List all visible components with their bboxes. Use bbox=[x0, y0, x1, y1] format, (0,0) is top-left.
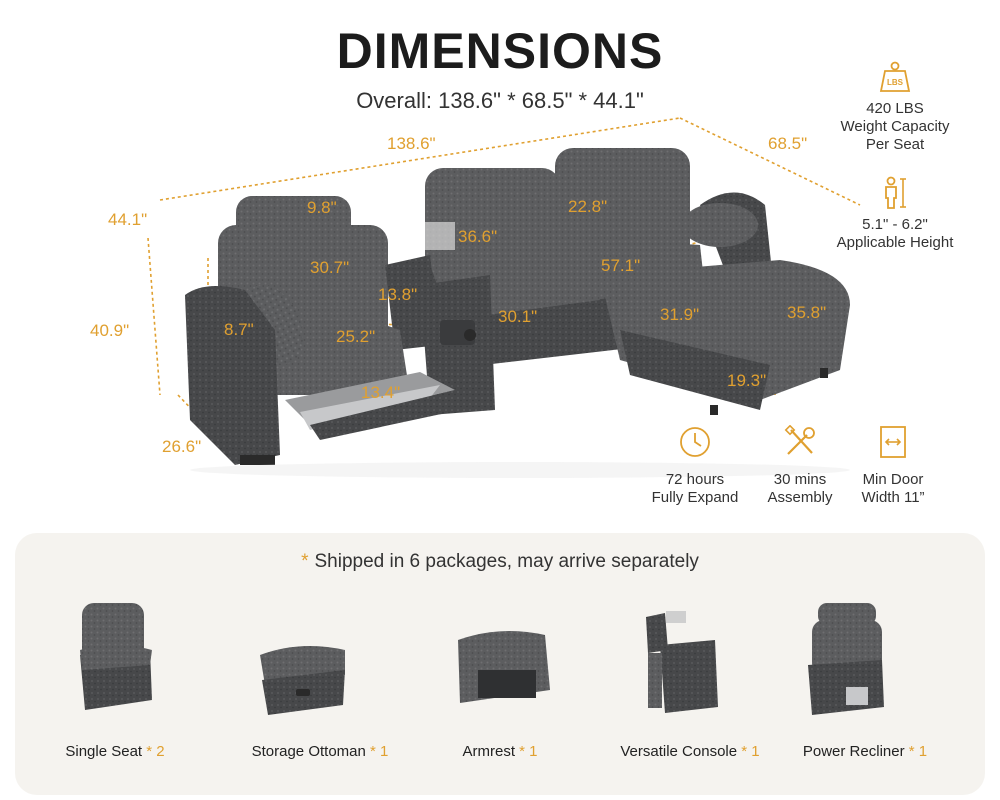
feature-door-width: Min Door Width 11” bbox=[848, 425, 938, 507]
door-value: Min Door bbox=[862, 471, 924, 488]
package-storage-ottoman: Storage Ottoman * 1 bbox=[251, 743, 389, 760]
dim-seat-width: 25.2" bbox=[336, 327, 376, 346]
dim-overall-length: 138.6" bbox=[387, 134, 436, 153]
dim-cushion-width: 36.6" bbox=[458, 227, 498, 246]
clock-icon bbox=[680, 427, 710, 457]
weight-label: Weight Capacity bbox=[840, 118, 950, 135]
assembly-value: 30 mins bbox=[773, 471, 827, 488]
package-single-seat: Single Seat * 2 bbox=[65, 743, 165, 760]
feature-assembly: 30 mins Assembly bbox=[750, 425, 850, 507]
assembly-label: Assembly bbox=[767, 489, 833, 506]
feature-applicable-height: 5.1" - 6.2" Applicable Height bbox=[815, 176, 975, 252]
dim-chaise-width: 31.9" bbox=[660, 305, 700, 324]
dim-footrest: 13.4" bbox=[361, 383, 401, 402]
shipping-note-text: Shipped in 6 packages, may arrive separa… bbox=[314, 551, 699, 572]
door-label: Width 11” bbox=[861, 489, 925, 506]
dim-seat-length: 57.1" bbox=[601, 256, 641, 275]
shipping-note: *Shipped in 6 packages, may arrive separ… bbox=[0, 551, 1000, 573]
sofa-illustration bbox=[147, 117, 861, 478]
door-icon bbox=[880, 426, 906, 458]
dim-arm-width: 8.7" bbox=[224, 320, 254, 339]
dim-arm-height: 26.6" bbox=[162, 437, 202, 456]
packages-illustration bbox=[80, 603, 884, 715]
armrest-image bbox=[458, 631, 550, 703]
dim-console-width: 13.8" bbox=[378, 285, 418, 304]
svg-text:LBS: LBS bbox=[887, 78, 904, 87]
feature-weight-capacity: LBS 420 LBS Weight Capacity Per Seat bbox=[815, 60, 975, 154]
asterisk-icon: * bbox=[301, 551, 309, 572]
storage-ottoman-image bbox=[260, 646, 345, 715]
page-title: DIMENSIONS bbox=[336, 23, 664, 79]
dim-overall-height: 44.1" bbox=[108, 210, 148, 229]
feature-fully-expand: 72 hours Fully Expand bbox=[635, 425, 755, 507]
person-height-icon bbox=[885, 176, 906, 209]
weight-label-2: Per Seat bbox=[865, 136, 925, 153]
dim-chaise-height: 19.3" bbox=[727, 371, 767, 390]
tools-icon bbox=[784, 425, 815, 455]
height-label: Applicable Height bbox=[836, 234, 954, 251]
dim-headrest: 9.8" bbox=[307, 198, 337, 217]
dim-backrest: 30.7" bbox=[310, 258, 350, 277]
height-value: 5.1" - 6.2" bbox=[862, 216, 928, 233]
package-power-recliner: Power Recliner * 1 bbox=[802, 743, 928, 760]
power-recliner-image bbox=[808, 603, 884, 715]
dim-back-height: 40.9" bbox=[90, 321, 130, 340]
dim-console-height: 30.1" bbox=[498, 307, 538, 326]
versatile-console-image bbox=[646, 611, 718, 713]
package-versatile-console: Versatile Console * 1 bbox=[620, 743, 760, 760]
expand-label: Fully Expand bbox=[651, 489, 739, 506]
package-armrest: Armrest * 1 bbox=[462, 743, 538, 760]
weight-value: 420 LBS bbox=[866, 100, 924, 117]
single-seat-image bbox=[80, 603, 152, 710]
weight-icon: LBS bbox=[879, 61, 911, 92]
overall-dimensions: Overall: 138.6" * 68.5" * 44.1" bbox=[356, 88, 644, 113]
expand-value: 72 hours bbox=[665, 471, 725, 488]
dim-overall-depth: 68.5" bbox=[768, 134, 808, 153]
dim-chaise-length: 35.8" bbox=[787, 303, 827, 322]
dim-back-cushion: 22.8" bbox=[568, 197, 608, 216]
